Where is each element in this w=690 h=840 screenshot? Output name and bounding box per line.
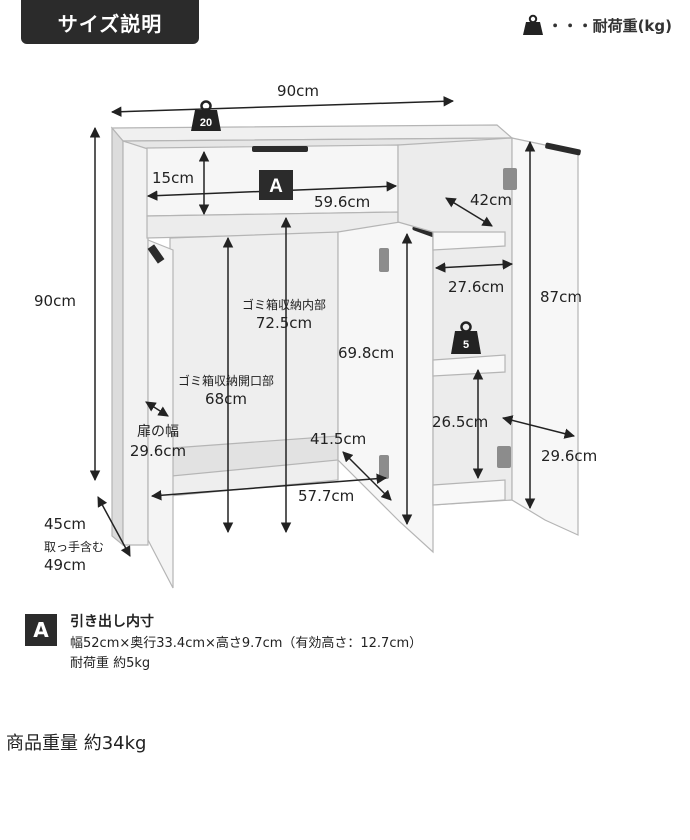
bin-inner-label: ゴミ箱収納内部 (241, 298, 327, 312)
door-inner-height-label: 69.8cm (338, 344, 395, 362)
drawer-handle (252, 146, 308, 152)
weight-icon (522, 14, 543, 35)
left-door-handle (147, 244, 165, 264)
product-weight: 商品重量 約34kg (6, 733, 147, 754)
drawer-height-label: 15cm (152, 169, 194, 187)
right-door-handle (545, 142, 581, 156)
depth-label: 45cm (44, 515, 86, 533)
height-label: 90cm (34, 292, 76, 310)
legend-text: ・・・耐荷重(kg) (547, 16, 672, 35)
section-title: サイズ説明 (57, 11, 163, 36)
arrow-top-width (110, 96, 455, 117)
arrow-shelf-depth (445, 197, 493, 227)
arrow-depth (97, 496, 131, 557)
dimension-arrows (89, 96, 576, 557)
arrow-door-inner-depth (342, 451, 392, 501)
arrow-shelf-width (434, 259, 514, 273)
bottom-width-label: 57.7cm (298, 487, 355, 505)
arrow-door-width (145, 401, 169, 417)
left-door (147, 239, 174, 589)
note-load: 耐荷重 約5kg (70, 656, 151, 671)
door-width-label: 扉の幅 (137, 424, 179, 440)
drawer-width-label: 59.6cm (314, 193, 371, 211)
door-width-value: 29.6cm (129, 442, 187, 460)
note-badge: A (25, 614, 57, 646)
right-door (511, 137, 579, 536)
bin-opening-value: 68cm (205, 390, 247, 408)
right-door-width-label: 29.6cm (541, 447, 598, 465)
drawer-marker-letter: A (269, 176, 283, 197)
note-dimensions: 幅52cm×奥行33.4cm×高さ9.7cm（有効高さ：12.7cm） (70, 636, 423, 651)
depth-handle-value: 49cm (44, 556, 86, 574)
load-legend: ・・・耐荷重(kg) (522, 14, 672, 36)
hinge-icon (497, 446, 511, 468)
hinge-icon (379, 248, 389, 272)
drawer-marker: A (259, 170, 293, 200)
shelf-width-label: 27.6cm (448, 278, 505, 296)
note-title: 引き出し内寸 (70, 614, 154, 630)
load-badge-top: 20 (191, 100, 221, 131)
bin-inner-value: 72.5cm (255, 314, 313, 332)
top-width-label: 90cm (277, 82, 319, 100)
section-title-tag: サイズ説明 (21, 0, 199, 44)
load-badge-shelf: 5 (451, 321, 481, 354)
hinge-icon (503, 168, 517, 190)
depth-handle-label: 取っ手含む (44, 540, 105, 554)
left-side-panel (111, 126, 124, 547)
load-shelf-value: 5 (463, 339, 469, 351)
door-inner-depth-label: 41.5cm (310, 430, 367, 448)
upper-shelf (432, 231, 506, 251)
hinge-icon (379, 455, 389, 479)
bin-opening-label: ゴミ箱収納開口部 (177, 374, 275, 388)
cabinet-diagram: 20 5 A (89, 96, 581, 589)
arrow-right-door-width (501, 415, 576, 439)
shelf-gap-label: 26.5cm (432, 413, 489, 431)
shelf-depth-label: 42cm (470, 191, 512, 209)
right-height-label: 87cm (540, 288, 582, 306)
load-top-value: 20 (200, 117, 212, 129)
middle-shelf (432, 354, 506, 377)
